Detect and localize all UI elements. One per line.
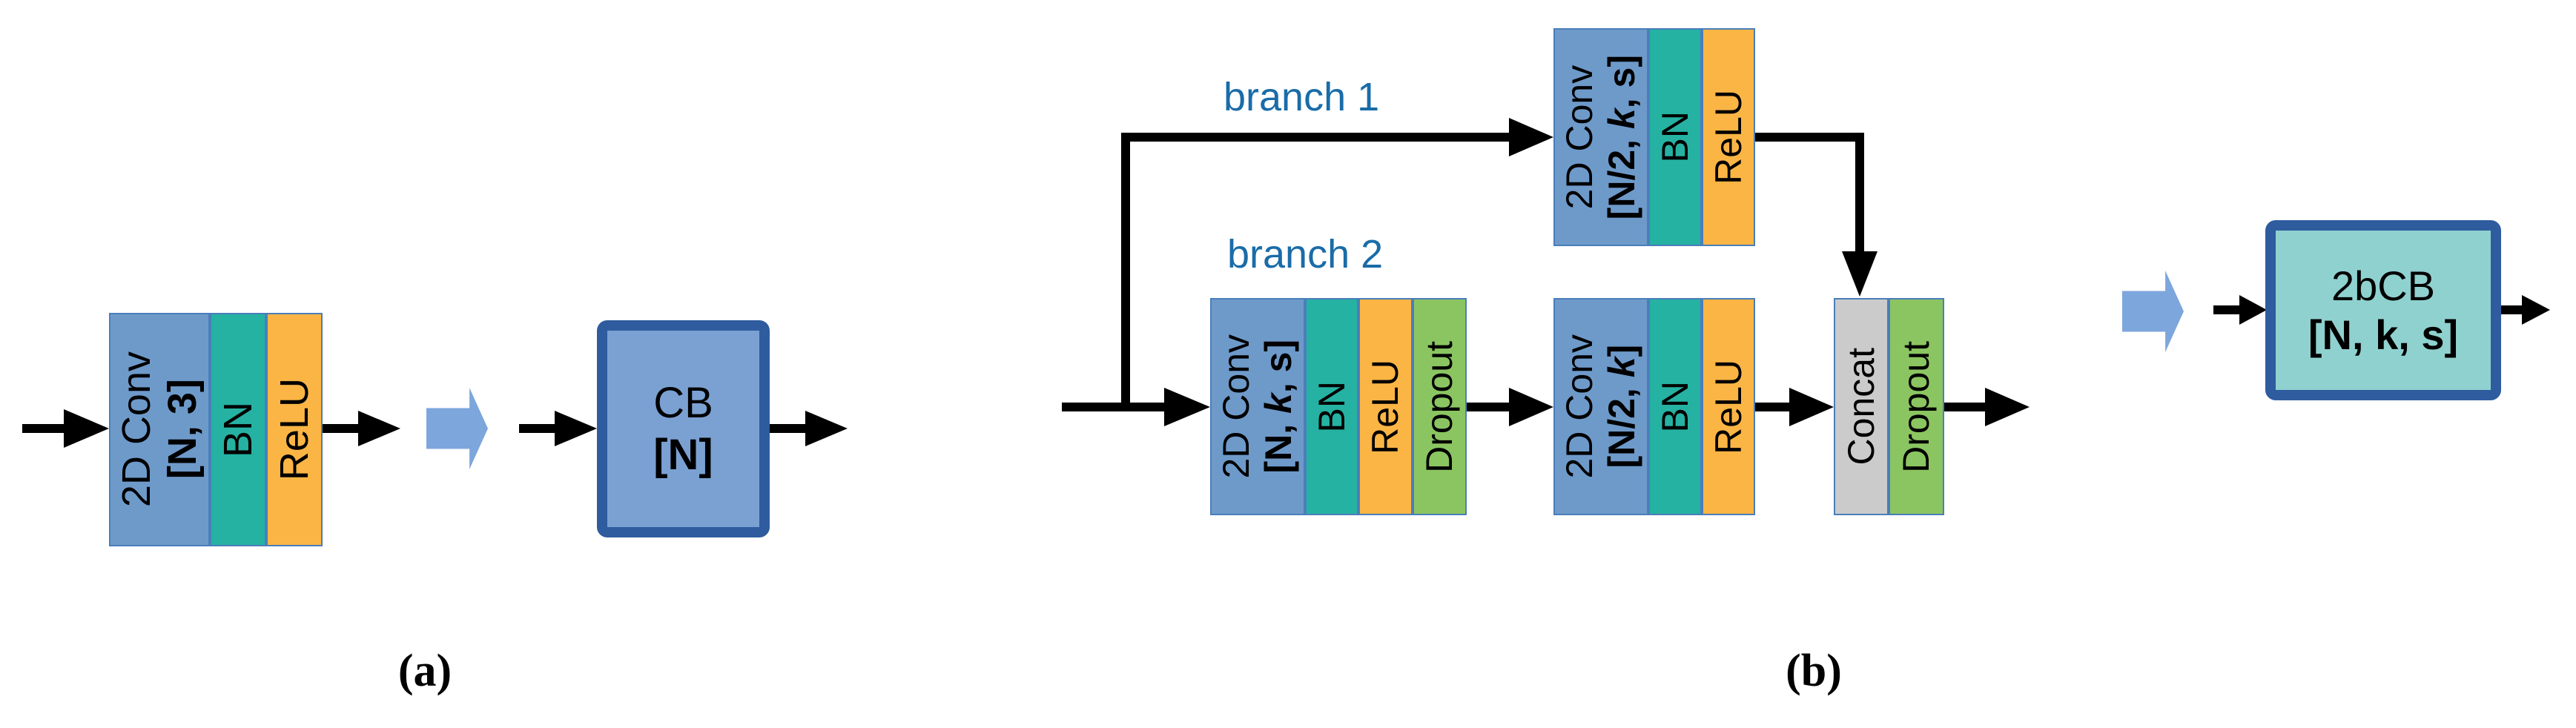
bcb-output-line <box>2501 305 2522 314</box>
panel-a-caption: (a) <box>397 646 452 696</box>
branch2-block1-relu-layer: ReLU <box>1358 298 1413 515</box>
panel-b-input-arrowhead <box>1164 388 1210 426</box>
bcb-input-line <box>2213 305 2239 314</box>
panel-a-cb-input-arrowhead <box>555 411 597 446</box>
panel-a-bn-label: BN <box>216 401 260 457</box>
branch2-block1-dropout-layer: Dropout <box>1413 298 1467 515</box>
branch1-relu-layer: ReLU <box>1702 28 1755 246</box>
cb-box-title: CB <box>653 378 713 427</box>
branch2-mid-arrowhead <box>1509 388 1553 426</box>
branch1-conv-label: 2D Conv[N/2, k, s] <box>1559 54 1642 220</box>
branch1-bn-layer: BN <box>1648 28 1702 246</box>
panel-a-bn-layer: BN <box>210 313 266 546</box>
branch2-block1-bn-layer: BN <box>1305 298 1358 515</box>
panel-a-relu-label: ReLU <box>272 378 317 481</box>
branch2-block2-conv-label: 2D Conv[N/2, k] <box>1559 334 1642 479</box>
bcb-output-arrowhead <box>2522 295 2550 325</box>
branch2-to-concat-arrowhead <box>1789 388 1834 426</box>
panel-a-input-arrowhead <box>64 409 109 448</box>
branch2-block1-relu-label: ReLU <box>1364 359 1406 454</box>
panel-a-cb-output-arrowhead <box>805 411 848 446</box>
branch2-block1-bn-label: BN <box>1310 380 1353 433</box>
panel-a-cb-box: CB [N] <box>597 320 770 537</box>
branch2-block2-conv-layer: 2D Conv[N/2, k] <box>1553 298 1648 515</box>
merge-dropout-layer: Dropout <box>1889 298 1944 515</box>
branch2-block2-bn-label: BN <box>1654 380 1696 433</box>
panel-b-branch1-top-line <box>1121 133 1509 142</box>
branch2-block2-bn-layer: BN <box>1648 298 1702 515</box>
panel-a-relu-layer: ReLU <box>266 313 323 546</box>
bcb-box-param: [N, k, s] <box>2308 311 2459 358</box>
branch2-block1-conv-label: 2D Conv[N, k, s] <box>1215 334 1299 479</box>
branch2-mid-arrow-line <box>1467 403 1509 411</box>
panel-b-caption: (b) <box>1786 646 1842 696</box>
cb-box-param: [N] <box>653 430 713 479</box>
branch2-block2-relu-label: ReLU <box>1707 359 1749 454</box>
branch2-block1-dropout-label: Dropout <box>1419 340 1460 473</box>
panel-a-conv-layer: 2D Conv[N, 3] <box>109 313 210 546</box>
branch2-block2-relu-layer: ReLU <box>1702 298 1755 515</box>
merge-concat-layer: Concat <box>1834 298 1889 515</box>
branch1-output-line <box>1755 133 1864 142</box>
bcb-input-arrowhead <box>2239 295 2267 325</box>
branch2-label: branch 2 <box>1227 232 1384 277</box>
merge-concat-label: Concat <box>1840 348 1882 466</box>
branch1-down-line <box>1855 133 1864 251</box>
branch1-down-arrowhead <box>1842 251 1877 297</box>
panel-b-equivalence-block-arrow <box>2122 271 2184 352</box>
panel-a-stack-output-arrowhead <box>358 411 400 446</box>
panel-a-equivalence-block-arrow <box>426 388 488 469</box>
panel-a-conv-label: 2D Conv[N, 3] <box>114 351 205 508</box>
panel-a-stack-output-line <box>323 424 358 433</box>
panel-a-input-arrow-line <box>22 424 64 433</box>
merge-dropout-label: Dropout <box>1895 340 1937 473</box>
branch1-relu-label: ReLU <box>1707 90 1749 185</box>
branch2-to-concat-line <box>1755 403 1789 411</box>
panel-a-cb-input-line <box>519 424 555 433</box>
branch2-block1-conv-layer: 2D Conv[N, k, s] <box>1210 298 1305 515</box>
branch1-bn-label: BN <box>1654 111 1696 163</box>
branch1-label: branch 1 <box>1223 75 1380 119</box>
panel-b-output-line <box>1944 403 1985 411</box>
panel-b-output-arrowhead <box>1985 388 2030 426</box>
panel-a-cb-output-line <box>770 424 805 433</box>
branch1-conv-layer: 2D Conv[N/2, k, s] <box>1553 28 1648 246</box>
bcb-box-title: 2bCB <box>2331 262 2436 309</box>
panel-b-input-line <box>1062 403 1164 411</box>
panel-b-branch1-arrowhead <box>1509 118 1553 156</box>
panel-b-branch-split-line <box>1121 133 1130 411</box>
bcb-box: 2bCB [N, k, s] <box>2265 220 2501 400</box>
